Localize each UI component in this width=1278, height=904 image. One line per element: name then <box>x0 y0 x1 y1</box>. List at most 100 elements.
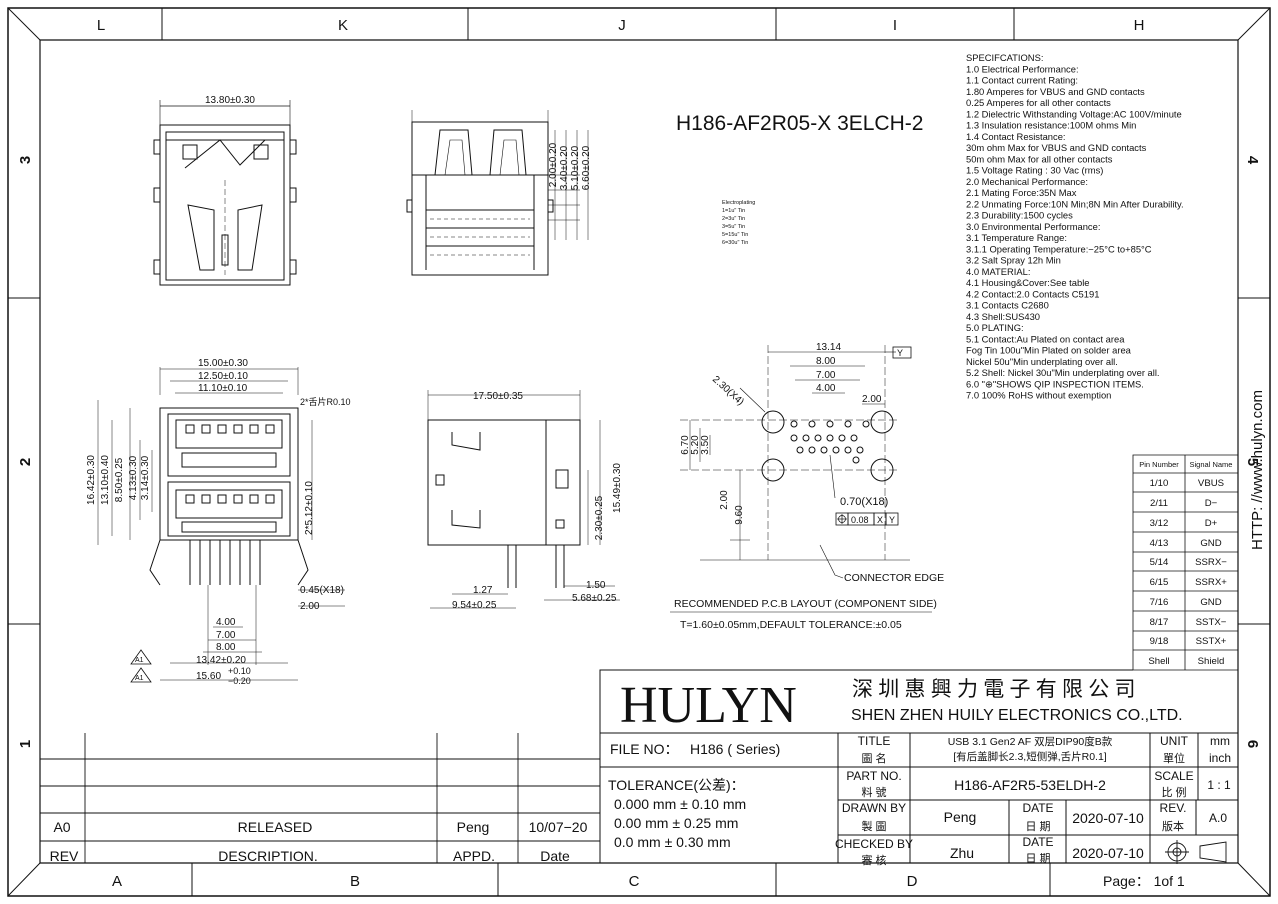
datum-y: Y <box>897 348 903 358</box>
checked-by-label: CHECKED BY <box>835 837 913 851</box>
col-label: H <box>1134 17 1145 34</box>
spec-line: 2.1 Mating Force:35N Max <box>966 187 1077 198</box>
revision-description: RELEASED <box>238 819 313 835</box>
pin-number: 8/17 <box>1150 617 1169 628</box>
spec-line: 30m ohm Max for VBUS and GND contacts <box>966 142 1147 153</box>
unit-value: inch <box>1209 751 1231 765</box>
front-view-dims: 15.00±0.30 12.50±0.10 11.10±0.10 2*舌片R0.… <box>86 358 351 686</box>
spec-line: 1.3 Insulation resistance:100M ohms Min <box>966 120 1136 131</box>
unit-label: UNIT <box>1160 734 1189 748</box>
dim-label: 2.00 <box>719 490 730 510</box>
col-label: B <box>350 873 360 890</box>
spec-line: Nickel 50u"Min underplating over all. <box>966 356 1118 367</box>
side-top-dims: 2.00±0.20 3.40±0.20 5.10±0.20 6.60±0.20 <box>548 142 592 190</box>
col-label: D <box>907 873 918 890</box>
tol-value: 0.08 <box>851 515 869 525</box>
spec-line: 2.3 Durability:1500 cycles <box>966 210 1073 221</box>
dim-label: 13.14 <box>816 342 841 353</box>
title-label: TITLE <box>858 734 891 748</box>
pin-number: Shell <box>1148 656 1169 667</box>
checked-by-value: Zhu <box>950 845 974 861</box>
pcb-layout-subtitle: T=1.60±0.05mm,DEFAULT TOLERANCE:±0.05 <box>680 619 902 631</box>
checked-date: 2020-07-10 <box>1072 845 1144 861</box>
side-view-dims: 17.50±0.35 15.49±0.30 2.30±0.25 1.27 9.5… <box>452 391 623 611</box>
drawn-by-label-cn: 製 圖 <box>861 819 886 833</box>
dim-label: 17.50±0.35 <box>473 391 523 402</box>
signal-name: VBUS <box>1198 478 1224 489</box>
revision-header: DESCRIPTION. <box>218 848 318 864</box>
dim-label: 2*5.12±0.10 <box>304 481 315 535</box>
dim-label: 3.14±0.30 <box>140 455 151 500</box>
tolerance-line: 0.0 mm ± 0.30 mm <box>614 834 731 850</box>
spec-line: 0.25 Amperes for all other contacts <box>966 97 1111 108</box>
spec-line: 7.0 100% RoHS without exemption <box>966 390 1111 401</box>
signal-name: GND <box>1200 597 1221 608</box>
top-view-width-dim: 13.80±0.30 <box>205 95 255 106</box>
spec-line: 1.2 Dielectric Withstanding Voltage:AC 1… <box>966 108 1182 119</box>
legend-item: 3=5u" Tin <box>722 224 745 230</box>
file-no-value: H186 ( Series) <box>690 741 780 757</box>
part-no-label-cn: 料 號 <box>861 785 886 799</box>
scale-value: 1 : 1 <box>1207 778 1231 792</box>
drawn-by-value: Peng <box>944 809 977 825</box>
side-top-view <box>406 110 589 276</box>
drawn-by-label: DRAWN BY <box>842 801 906 815</box>
title-block-lines <box>599 669 1238 863</box>
pin-number: 5/14 <box>1150 557 1169 568</box>
part-code-label: H186-AF2R05-X 3ELCH-2 <box>676 112 923 135</box>
spec-line: 1.4 Contact Resistance: <box>966 131 1066 142</box>
col-label: A <box>112 873 122 890</box>
legend-item: 5=15u" Tin <box>722 232 748 238</box>
date-label-cn: 日 期 <box>1025 852 1050 865</box>
dim-label: 13.10±0.40 <box>100 455 111 505</box>
dim-label: 9.54±0.25 <box>452 600 497 611</box>
dim-label: 15.49±0.30 <box>612 463 623 513</box>
title-label-cn: 圖 名 <box>861 751 886 765</box>
dim-label: 0.70(X18) <box>840 496 888 508</box>
company-logo: HULYN <box>620 677 797 734</box>
dim-label: 9.60 <box>734 505 745 525</box>
dim-label: 2.00 <box>862 394 882 405</box>
dim-label: 2.00±0.20 <box>548 142 559 187</box>
revision-table-lines <box>40 733 600 863</box>
dim-note: 2*舌片R0.10 <box>300 396 351 407</box>
dim-label: 1.27 <box>473 585 493 596</box>
pcb-layout-title: RECOMMENDED P.C.B LAYOUT (COMPONENT SIDE… <box>674 598 937 610</box>
spec-line: 2.2 Unmating Force:10N Min;8N Min After … <box>966 198 1184 209</box>
row-label: 6 <box>1244 740 1261 748</box>
signal-name: SSRX− <box>1195 557 1227 568</box>
column-labels-bottom: A B C D <box>112 873 918 890</box>
spec-line: 6.0 "⊕"SHOWS QIP INSPECTION ITEMS. <box>966 378 1144 389</box>
col-label: L <box>97 17 105 34</box>
revision-table-text: A0 RELEASED Peng 10/07−20 REV DESCRIPTIO… <box>50 819 588 864</box>
website-url[interactable]: HTTP: //www.hulyn.com <box>1249 390 1266 550</box>
spec-line: 1.0 Electrical Performance: <box>966 63 1079 74</box>
dim-label: 12.50±0.10 <box>198 371 248 382</box>
dim-label: 15.60 <box>196 671 221 682</box>
dim-label: 4.00 <box>816 383 836 394</box>
top-view <box>153 100 297 286</box>
tolerance-label: TOLERANCE(公差)： <box>608 777 745 793</box>
checked-by-label-cn: 審 核 <box>861 853 886 867</box>
row-labels-right: 4 5 6 <box>1244 156 1261 748</box>
legend-item: 2=3u" Tin <box>722 216 745 222</box>
part-no-label: PART NO. <box>846 769 901 783</box>
spec-line: Fog Tin 100u"Min Plated on solder area <box>966 345 1132 356</box>
pin-table <box>1132 454 1239 671</box>
revision-approved-by: Peng <box>457 819 490 835</box>
spec-line: 5.0 PLATING: <box>966 322 1024 333</box>
dim-label: 16.42±0.30 <box>86 455 97 505</box>
dim-label: 6.60±0.20 <box>581 145 592 190</box>
unit-value: mm <box>1210 734 1230 748</box>
title-value: [有后盖脚长2.3,短侧弹,舌片R0.1] <box>953 750 1107 763</box>
drawn-date: 2020-07-10 <box>1072 810 1144 826</box>
dim-label: 4.13±0.30 <box>128 455 139 500</box>
electroplating-legend: Electroplating 1=1u" Tin 2=3u" Tin 3=5u"… <box>722 200 755 246</box>
sheet-frame <box>7 7 1271 897</box>
specifications-text: SPECIFCATIONS:1.0 Electrical Performance… <box>966 52 1184 401</box>
rev-label-cn: 版本 <box>1162 819 1184 833</box>
spec-line: 4.1 Housing&Cover:See table <box>966 277 1090 288</box>
pcb-layout <box>670 345 932 613</box>
spec-line: 5.2 Shell: Nickel 30u"Min underplating o… <box>966 367 1160 378</box>
dim-label: 8.00 <box>816 356 836 367</box>
